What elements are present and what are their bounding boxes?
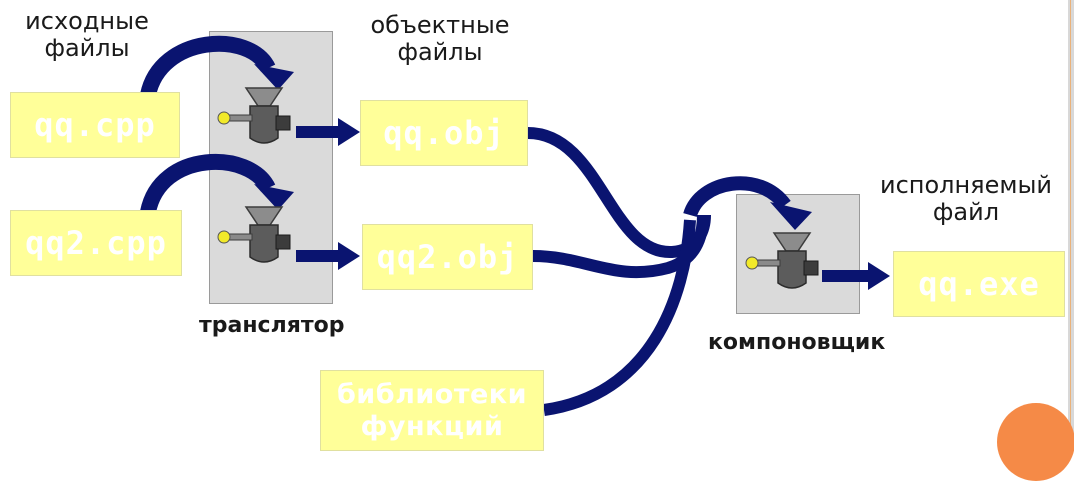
source-files-caption: исходные файлы [12,8,162,62]
linker-caption: компоновщик [708,330,886,355]
arrow-source1-to-translator [140,35,276,98]
arrow-translator-to-obj2 [296,250,340,262]
object-files-caption-line2: файлы [397,37,483,66]
object-file-qq-obj: qq.obj [360,100,528,166]
arrow-obj1-to-linker [527,127,711,259]
flow-arrows [140,35,890,416]
library-label-line1: библиотеки [336,379,528,411]
object-file-qq2-obj: qq2.obj [362,224,533,290]
executable-file-caption-line1: исполняемый [879,171,1053,199]
object-files-caption: объектные файлы [360,12,520,66]
object-files-caption-line1: объектные [370,11,510,39]
object-file-label: qq.obj [383,114,505,152]
source-files-caption-line2: файлы [44,33,130,62]
decorative-orange-circle [997,403,1074,481]
source-file-label: qq.cpp [34,106,156,144]
arrow-obj2-to-linker [532,214,709,279]
slide-right-edge [1068,0,1074,451]
source-file-qq-cpp: qq.cpp [10,92,180,158]
arrow-library-to-linker [543,219,696,416]
arrow-source2-to-translator [140,153,276,215]
source-file-label: qq2.cpp [25,224,167,262]
library-label-line2: функций [360,410,504,442]
executable-file-label: qq.exe [918,265,1040,303]
translator-caption: транслятор [199,313,345,338]
executable-file-caption: исполняемый файл [866,172,1066,226]
source-file-qq2-cpp: qq2.cpp [10,210,182,276]
compilation-diagram: qq.cpp qq2.cpp qq.obj qq2.obj qq.exe биб… [10,0,1074,481]
source-files-caption-line1: исходные [25,7,149,35]
executable-file-caption-line2: файл [932,197,1000,226]
arrow-linker-to-exe [822,270,870,282]
executable-file-qq-exe: qq.exe [893,251,1065,317]
object-file-label: qq2.obj [376,238,519,276]
library-functions-box: библиотеки функций [320,370,544,451]
arrow-translator-to-obj1 [296,126,340,138]
